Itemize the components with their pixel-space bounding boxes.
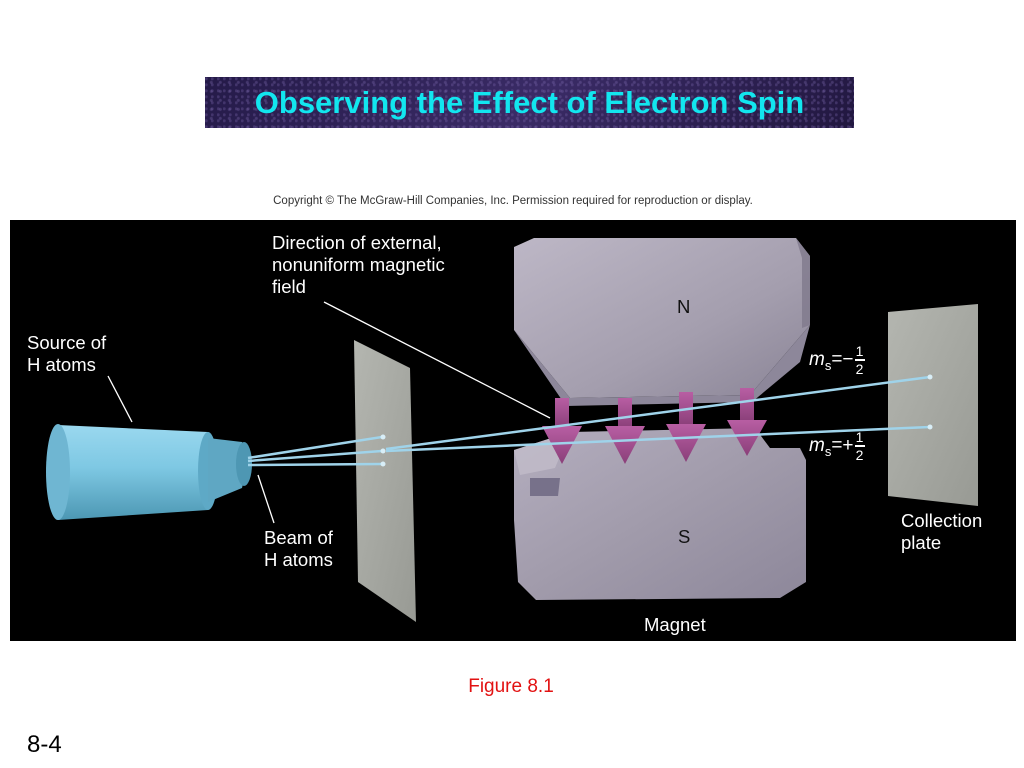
atom-source-cylinder xyxy=(46,424,252,520)
collection-line-2: plate xyxy=(901,532,942,553)
fraction-bar xyxy=(854,445,865,447)
magnet-south-pole xyxy=(514,428,806,600)
field-direction-line-3: field xyxy=(272,276,306,297)
magnet-label: Magnet xyxy=(644,614,706,635)
figure-caption: Figure 8.1 xyxy=(0,676,1024,698)
south-pole-label: S xyxy=(678,526,691,547)
source-label: Source of H atoms xyxy=(27,332,106,376)
diagram-illustration xyxy=(46,238,978,622)
fraction-denominator: 2 xyxy=(855,446,864,463)
stern-gerlach-diagram: Direction of external, nonuniform magnet… xyxy=(10,220,1016,641)
spin-subscript: s xyxy=(824,444,832,460)
page-number: 8-4 xyxy=(27,731,62,758)
slide-title: Observing the Effect of Electron Spin xyxy=(254,84,805,120)
field-direction-label: Direction of external, nonuniform magnet… xyxy=(272,232,445,298)
beam-label: Beam of H atoms xyxy=(264,527,333,571)
collection-plate-label: Collection plate xyxy=(901,510,982,554)
field-direction-line-1: Direction of external, xyxy=(272,232,442,253)
fraction-bar xyxy=(854,359,865,361)
slit-plate xyxy=(354,340,416,622)
atom-beams xyxy=(247,375,931,467)
beam-line-1: Beam of xyxy=(264,527,333,548)
collection-plate xyxy=(888,304,978,506)
north-pole-label: N xyxy=(677,296,691,317)
fraction-denominator: 2 xyxy=(855,360,864,377)
beam-spots xyxy=(380,374,933,467)
title-banner: Observing the Effect of Electron Spin xyxy=(205,77,854,128)
fraction-numerator: 1 xyxy=(855,429,864,445)
figure-caption-text: Figure 8.1 xyxy=(468,676,554,697)
spin-sign: =− xyxy=(831,348,854,370)
spin-up-label: m s =+ 1 2 xyxy=(809,430,865,462)
spin-down-label: m s =− 1 2 xyxy=(809,344,865,376)
magnet-north-pole xyxy=(514,238,810,406)
spin-fraction: 1 2 xyxy=(854,429,865,463)
spin-sign: =+ xyxy=(831,434,854,456)
copyright-text: Copyright © The McGraw-Hill Companies, I… xyxy=(273,195,753,207)
spin-fraction: 1 2 xyxy=(854,343,865,377)
collection-line-1: Collection xyxy=(901,510,983,531)
spin-subscript: s xyxy=(824,358,832,374)
source-line-1: Source of xyxy=(27,332,107,353)
field-direction-line-2: nonuniform magnetic xyxy=(272,254,445,275)
copyright-notice: Copyright © The McGraw-Hill Companies, I… xyxy=(0,195,1024,207)
spin-symbol: m xyxy=(809,434,825,456)
spin-symbol: m xyxy=(809,348,825,370)
fraction-numerator: 1 xyxy=(855,343,864,359)
magnetic-field-arrows xyxy=(542,388,767,464)
label-leader-lines xyxy=(107,301,551,524)
source-line-2: H atoms xyxy=(27,354,96,375)
beam-line-2: H atoms xyxy=(264,549,333,570)
